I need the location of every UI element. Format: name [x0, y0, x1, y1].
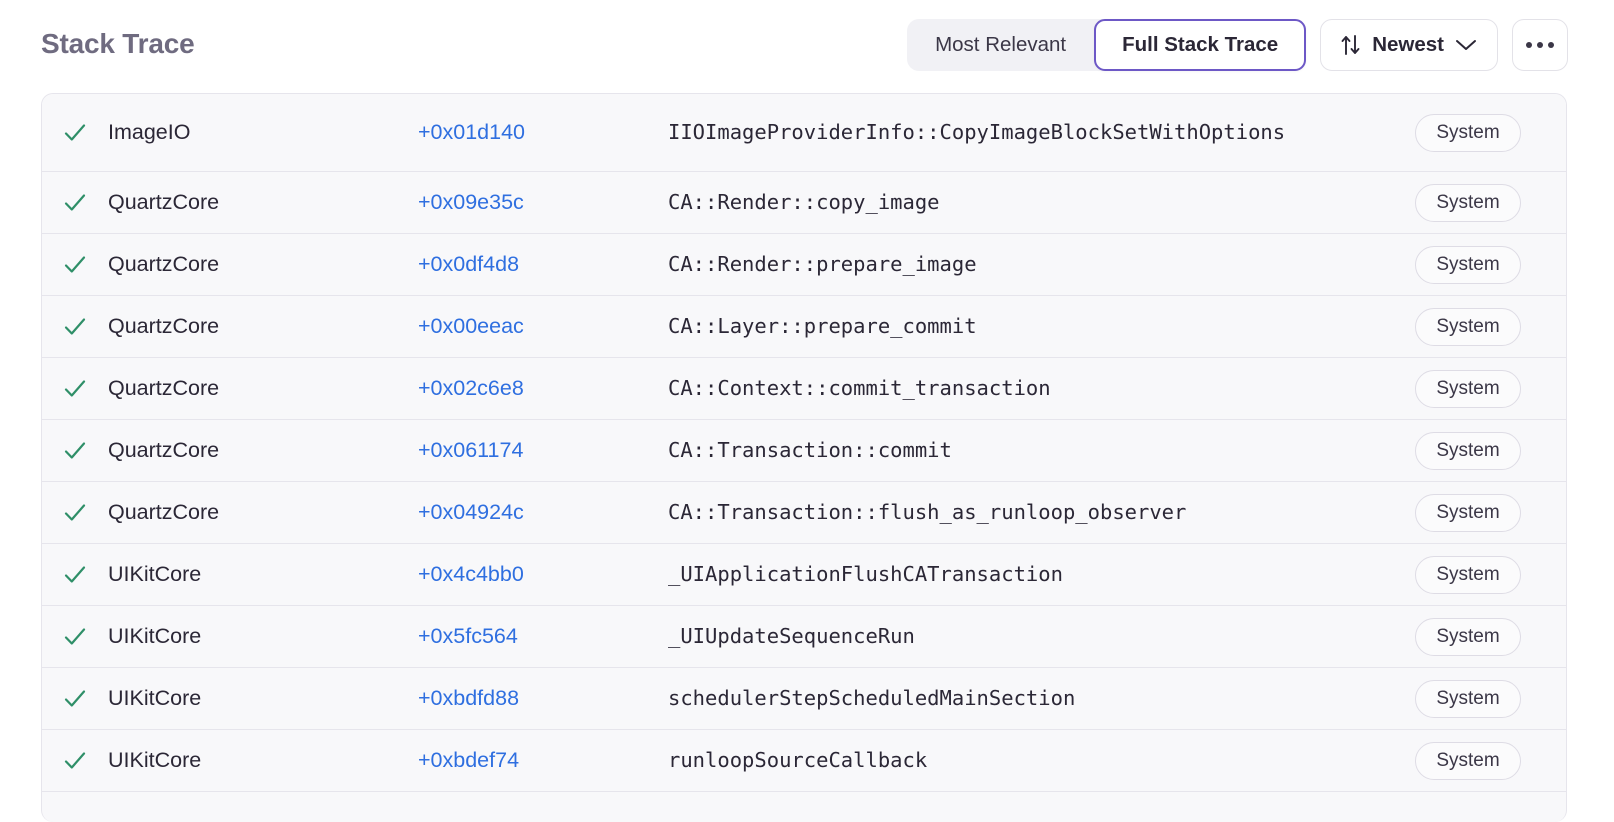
row-offset-link[interactable]: +0x0df4d8: [418, 252, 520, 276]
row-function-name: CA::Render::prepare_image: [668, 251, 977, 276]
table-row[interactable]: QuartzCore +0x09e35c CA::Render::copy_imag…: [42, 172, 1566, 234]
row-badge-cell: System: [1388, 679, 1548, 718]
check-icon: [42, 500, 108, 526]
row-module: QuartzCore: [108, 190, 220, 214]
table-row[interactable]: UIKitCore +0xbdef74 runloopSourceCallback S…: [42, 730, 1566, 792]
ellipsis-icon-dot: [1537, 41, 1543, 48]
check-icon: [42, 562, 108, 588]
row-badge-cell: System: [1388, 183, 1548, 222]
row-offset-link[interactable]: +0x09e35c: [418, 190, 524, 214]
row-badge-cell: System: [1388, 493, 1548, 532]
sort-arrows-icon: [1341, 34, 1361, 56]
table-row[interactable]: QuartzCore +0x061174 CA::Transaction::comm…: [42, 420, 1566, 482]
stack-trace-list: ImageIO +0x01d140 IIOImageProviderInfo::Co…: [41, 93, 1567, 822]
row-offset-link[interactable]: +0x02c6e8: [418, 376, 524, 400]
status-badge: System: [1415, 369, 1521, 408]
row-offset-link[interactable]: +0x04924c: [418, 500, 524, 524]
check-icon: [42, 748, 108, 774]
status-badge: System: [1415, 741, 1521, 780]
more-options-button[interactable]: [1512, 18, 1568, 71]
row-badge-cell: System: [1388, 431, 1548, 470]
sort-button[interactable]: Newest: [1320, 18, 1498, 71]
row-module: UIKitCore: [108, 562, 202, 586]
row-module: UIKitCore: [108, 624, 202, 648]
row-badge-cell: System: [1388, 245, 1548, 284]
status-badge: System: [1415, 245, 1521, 284]
status-badge: System: [1415, 493, 1521, 532]
row-function-name: CA::Transaction::commit: [668, 437, 952, 462]
status-badge: System: [1415, 617, 1521, 656]
check-icon: [42, 624, 108, 650]
table-row[interactable]: QuartzCore +0x04924c CA::Transaction::flus…: [42, 482, 1566, 544]
row-offset-link[interactable]: +0xbdef74: [418, 748, 520, 772]
table-row[interactable]: UIKitCore +0x5fc564 _UIUpdateSequenceRun Sy…: [42, 606, 1566, 668]
row-offset-link[interactable]: +0x01d140: [418, 120, 526, 144]
row-module: UIKitCore: [108, 686, 202, 710]
check-icon: [42, 190, 108, 216]
ellipsis-icon-dot: [1548, 41, 1554, 48]
row-badge-cell: System: [1388, 555, 1548, 594]
table-row[interactable]: QuartzCore +0x02c6e8 CA::Context::commit_t…: [42, 358, 1566, 420]
row-function-name: IIOImageProviderInfo::CopyImageBlockSetW…: [668, 119, 1286, 144]
row-badge-cell: System: [1388, 741, 1548, 780]
check-icon: [42, 252, 108, 278]
trace-view-segmented-control[interactable]: Most Relevant Full Stack Trace: [907, 18, 1307, 71]
row-badge-cell: System: [1388, 307, 1548, 346]
row-function-name: _UIUpdateSequenceRun: [668, 623, 915, 648]
status-badge: System: [1415, 307, 1521, 346]
status-badge: System: [1415, 679, 1521, 718]
row-module: QuartzCore: [108, 314, 220, 338]
table-row[interactable]: QuartzCore +0x0df4d8 CA::Render::prepare_i…: [42, 234, 1566, 296]
row-module: QuartzCore: [108, 252, 220, 276]
row-offset-link[interactable]: +0xbdfd88: [418, 686, 520, 710]
row-offset-link[interactable]: +0x4c4bb0: [418, 562, 524, 586]
sort-button-label: Newest: [1372, 32, 1444, 56]
row-offset-link[interactable]: +0x5fc564: [418, 624, 518, 648]
row-module: ImageIO: [108, 120, 191, 144]
row-module: UIKitCore: [108, 748, 202, 772]
row-function-name: schedulerStepScheduledMainSection: [668, 685, 1076, 710]
row-badge-cell: System: [1388, 113, 1548, 152]
row-function-name: CA::Transaction::flush_as_runloop_observ…: [668, 499, 1187, 524]
row-function-name: runloopSourceCallback: [668, 747, 928, 772]
table-row[interactable]: ImageIO +0x01d140 IIOImageProviderInfo::Co…: [42, 94, 1566, 172]
row-badge-cell: System: [1388, 369, 1548, 408]
chevron-down-icon: [1455, 38, 1477, 52]
panel-header: Stack Trace Most Relevant Full Stack Tra…: [0, 0, 1614, 93]
row-offset-link[interactable]: +0x00eeac: [418, 314, 524, 338]
segment-most-relevant[interactable]: Most Relevant: [935, 32, 1067, 56]
status-badge: System: [1415, 183, 1521, 222]
check-icon: [42, 120, 108, 146]
status-badge: System: [1415, 431, 1521, 470]
table-row[interactable]: UIKitCore +0xbdfd88 schedulerStepScheduled…: [42, 668, 1566, 730]
row-function-name: CA::Layer::prepare_commit: [668, 313, 977, 338]
page-title: Stack Trace: [41, 27, 195, 59]
check-icon: [42, 376, 108, 402]
segment-full-stack-trace[interactable]: Full Stack Trace: [1094, 18, 1307, 71]
table-row[interactable]: UIKitCore +0x4c4bb0 _UIApplicationFlushCAT…: [42, 544, 1566, 606]
row-badge-cell: System: [1388, 617, 1548, 656]
check-icon: [42, 314, 108, 340]
check-icon: [42, 438, 108, 464]
ellipsis-icon: [1526, 41, 1532, 48]
row-module: QuartzCore: [108, 438, 220, 462]
status-badge: System: [1415, 555, 1521, 594]
status-badge: System: [1415, 113, 1521, 152]
row-function-name: CA::Context::commit_transaction: [668, 375, 1051, 400]
row-module: QuartzCore: [108, 376, 220, 400]
row-offset-link[interactable]: +0x061174: [418, 438, 524, 462]
row-function-name: CA::Render::copy_image: [668, 189, 940, 214]
row-function-name: _UIApplicationFlushCATransaction: [668, 561, 1063, 586]
header-controls: Most Relevant Full Stack Trace Newest: [907, 18, 1568, 75]
row-module: QuartzCore: [108, 500, 220, 524]
table-row[interactable]: QuartzCore +0x00eeac CA::Layer::prepare_co…: [42, 296, 1566, 358]
check-icon: [42, 686, 108, 712]
